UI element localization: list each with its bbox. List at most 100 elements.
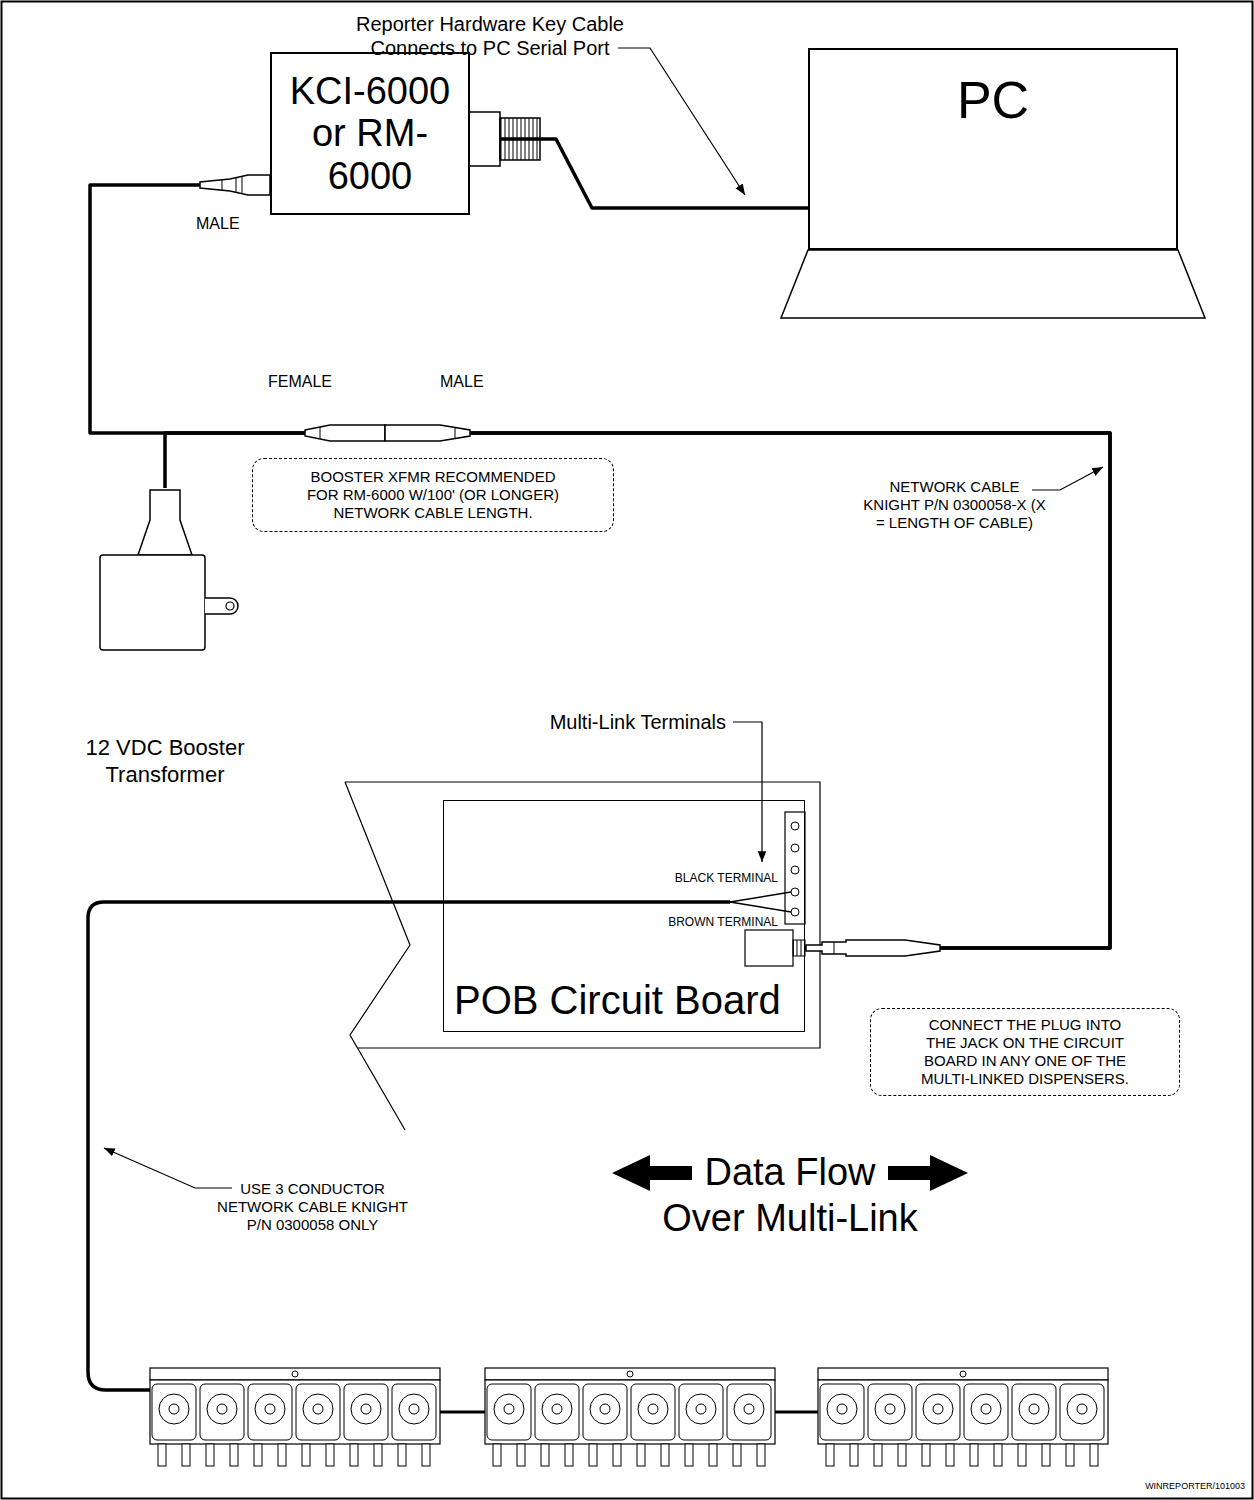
serial-connector	[470, 112, 540, 166]
dispenser-unit-part	[248, 1384, 292, 1440]
dispenser-unit-part	[158, 1444, 166, 1466]
dispenser-unit-part	[326, 1444, 334, 1466]
dispenser-unit-part	[535, 1384, 579, 1440]
dispenser-unit-part	[1018, 1444, 1026, 1466]
dispenser-unit-part	[686, 1394, 716, 1424]
dispenser-unit-part	[552, 1404, 562, 1414]
dispenser-unit-part	[399, 1394, 429, 1424]
link-cable	[775, 1411, 818, 1414]
dispenser-unit-part	[1066, 1444, 1074, 1466]
callout-text: Multi-Link Terminals	[526, 710, 726, 734]
connector-gender: FEMALE	[268, 372, 358, 391]
dispenser-enclosure	[345, 782, 820, 1130]
dispenser-unit-part	[590, 1394, 620, 1424]
dispenser-unit-part	[946, 1444, 954, 1466]
link-cable	[440, 1411, 485, 1414]
dispenser-unit-part	[422, 1444, 430, 1466]
dispenser-unit-part	[826, 1444, 834, 1466]
dispenser-unit-part	[351, 1394, 381, 1424]
dispenser-unit-part	[734, 1394, 764, 1424]
inline-connector-part	[385, 425, 470, 441]
dispenser-unit-part	[150, 1380, 440, 1444]
leader-line	[618, 48, 745, 195]
inline-connector	[305, 425, 470, 441]
drawing-id: WINREPORTER/101003	[1100, 1481, 1245, 1492]
leader-line	[1032, 467, 1103, 490]
dispenser-unit-part	[638, 1394, 668, 1424]
dispenser-unit-part	[1067, 1394, 1097, 1424]
dispenser-unit-part	[885, 1404, 895, 1414]
dispenser-unit-part	[374, 1444, 382, 1466]
dispenser-unit-part	[868, 1384, 912, 1440]
dispenser-unit-part	[744, 1404, 754, 1414]
inline-connector-part	[320, 427, 321, 439]
inline-connector-part	[455, 427, 456, 439]
dispenser-unit	[485, 1368, 775, 1466]
node-label: KCI-6000 or RM-6000	[276, 70, 464, 198]
dispenser-unit-part	[1029, 1404, 1039, 1414]
dispenser-unit-part	[485, 1380, 775, 1444]
dispenser-unit-part	[302, 1444, 310, 1466]
dispenser-unit-part	[850, 1444, 858, 1466]
network-plug	[806, 940, 940, 956]
dispenser-unit-part	[994, 1444, 1002, 1466]
dispenser-unit-part	[278, 1444, 286, 1466]
dispenser-enclosure-part	[345, 782, 820, 1048]
dispenser-unit-part	[206, 1444, 214, 1466]
dispenser-unit-part	[230, 1444, 238, 1466]
leader-line	[104, 1148, 232, 1188]
terminal-name: BROWN TERMINAL	[600, 915, 778, 929]
dispenser-unit-part	[685, 1444, 693, 1466]
dispenser-unit-part	[1060, 1384, 1104, 1440]
booster-transformer-part	[138, 490, 192, 555]
dispenser-unit-part	[820, 1384, 864, 1440]
dispenser-unit-part	[637, 1444, 645, 1466]
network-plug-part	[834, 942, 835, 954]
dispenser-unit-part	[392, 1384, 436, 1440]
dispenser-unit-part	[916, 1384, 960, 1440]
dispenser-unit-part	[485, 1368, 775, 1380]
dispenser-unit-part	[265, 1404, 275, 1414]
dispenser-unit-part	[727, 1384, 771, 1440]
dispenser-unit-part	[565, 1444, 573, 1466]
male-plug	[200, 175, 270, 195]
dispenser-unit-part	[207, 1394, 237, 1424]
dispenser-unit-part	[923, 1394, 953, 1424]
jack-part	[745, 930, 793, 966]
dispenser-unit-part	[696, 1404, 706, 1414]
dispenser-unit-part	[217, 1404, 227, 1414]
serial-connector-part	[500, 118, 540, 160]
dispenser-unit-part	[493, 1444, 501, 1466]
laptop-base	[781, 250, 1205, 318]
terminal-strip-part	[791, 844, 799, 852]
terminal-strip-part	[791, 822, 799, 830]
dispenser-unit-part	[292, 1371, 298, 1377]
pc-screen: PC	[808, 48, 1178, 250]
data-flow-label: Data Flow Over Multi-Link	[660, 1150, 920, 1241]
dispenser-unit-part	[733, 1444, 741, 1466]
terminal-strip	[785, 812, 805, 924]
dispenser-unit-part	[361, 1404, 371, 1414]
dispenser-unit-part	[1077, 1404, 1087, 1414]
dispenser-unit-part	[613, 1444, 621, 1466]
dispenser-unit-part	[313, 1404, 323, 1414]
male-plug-part	[200, 175, 270, 195]
interface-module: KCI-6000 or RM-6000	[270, 52, 470, 215]
dispenser-unit	[150, 1368, 440, 1466]
dispenser-unit-part	[648, 1404, 658, 1414]
dispenser-unit-part	[255, 1394, 285, 1424]
dispenser-unit-part	[487, 1384, 531, 1440]
transformer-label: 12 VDC Booster Transformer	[80, 488, 250, 788]
dispenser-unit-part	[679, 1384, 723, 1440]
jack	[745, 930, 805, 966]
connector-gender: MALE	[440, 372, 510, 391]
network-cable	[165, 433, 1110, 948]
dispenser-unit-part	[709, 1444, 717, 1466]
booster-transformer-part	[226, 602, 234, 610]
dispenser-unit-part	[818, 1368, 1108, 1380]
dispenser-unit-part	[631, 1384, 675, 1440]
male-plug-part	[222, 180, 223, 190]
dispenser-unit-part	[757, 1444, 765, 1466]
dispenser-unit-part	[970, 1444, 978, 1466]
